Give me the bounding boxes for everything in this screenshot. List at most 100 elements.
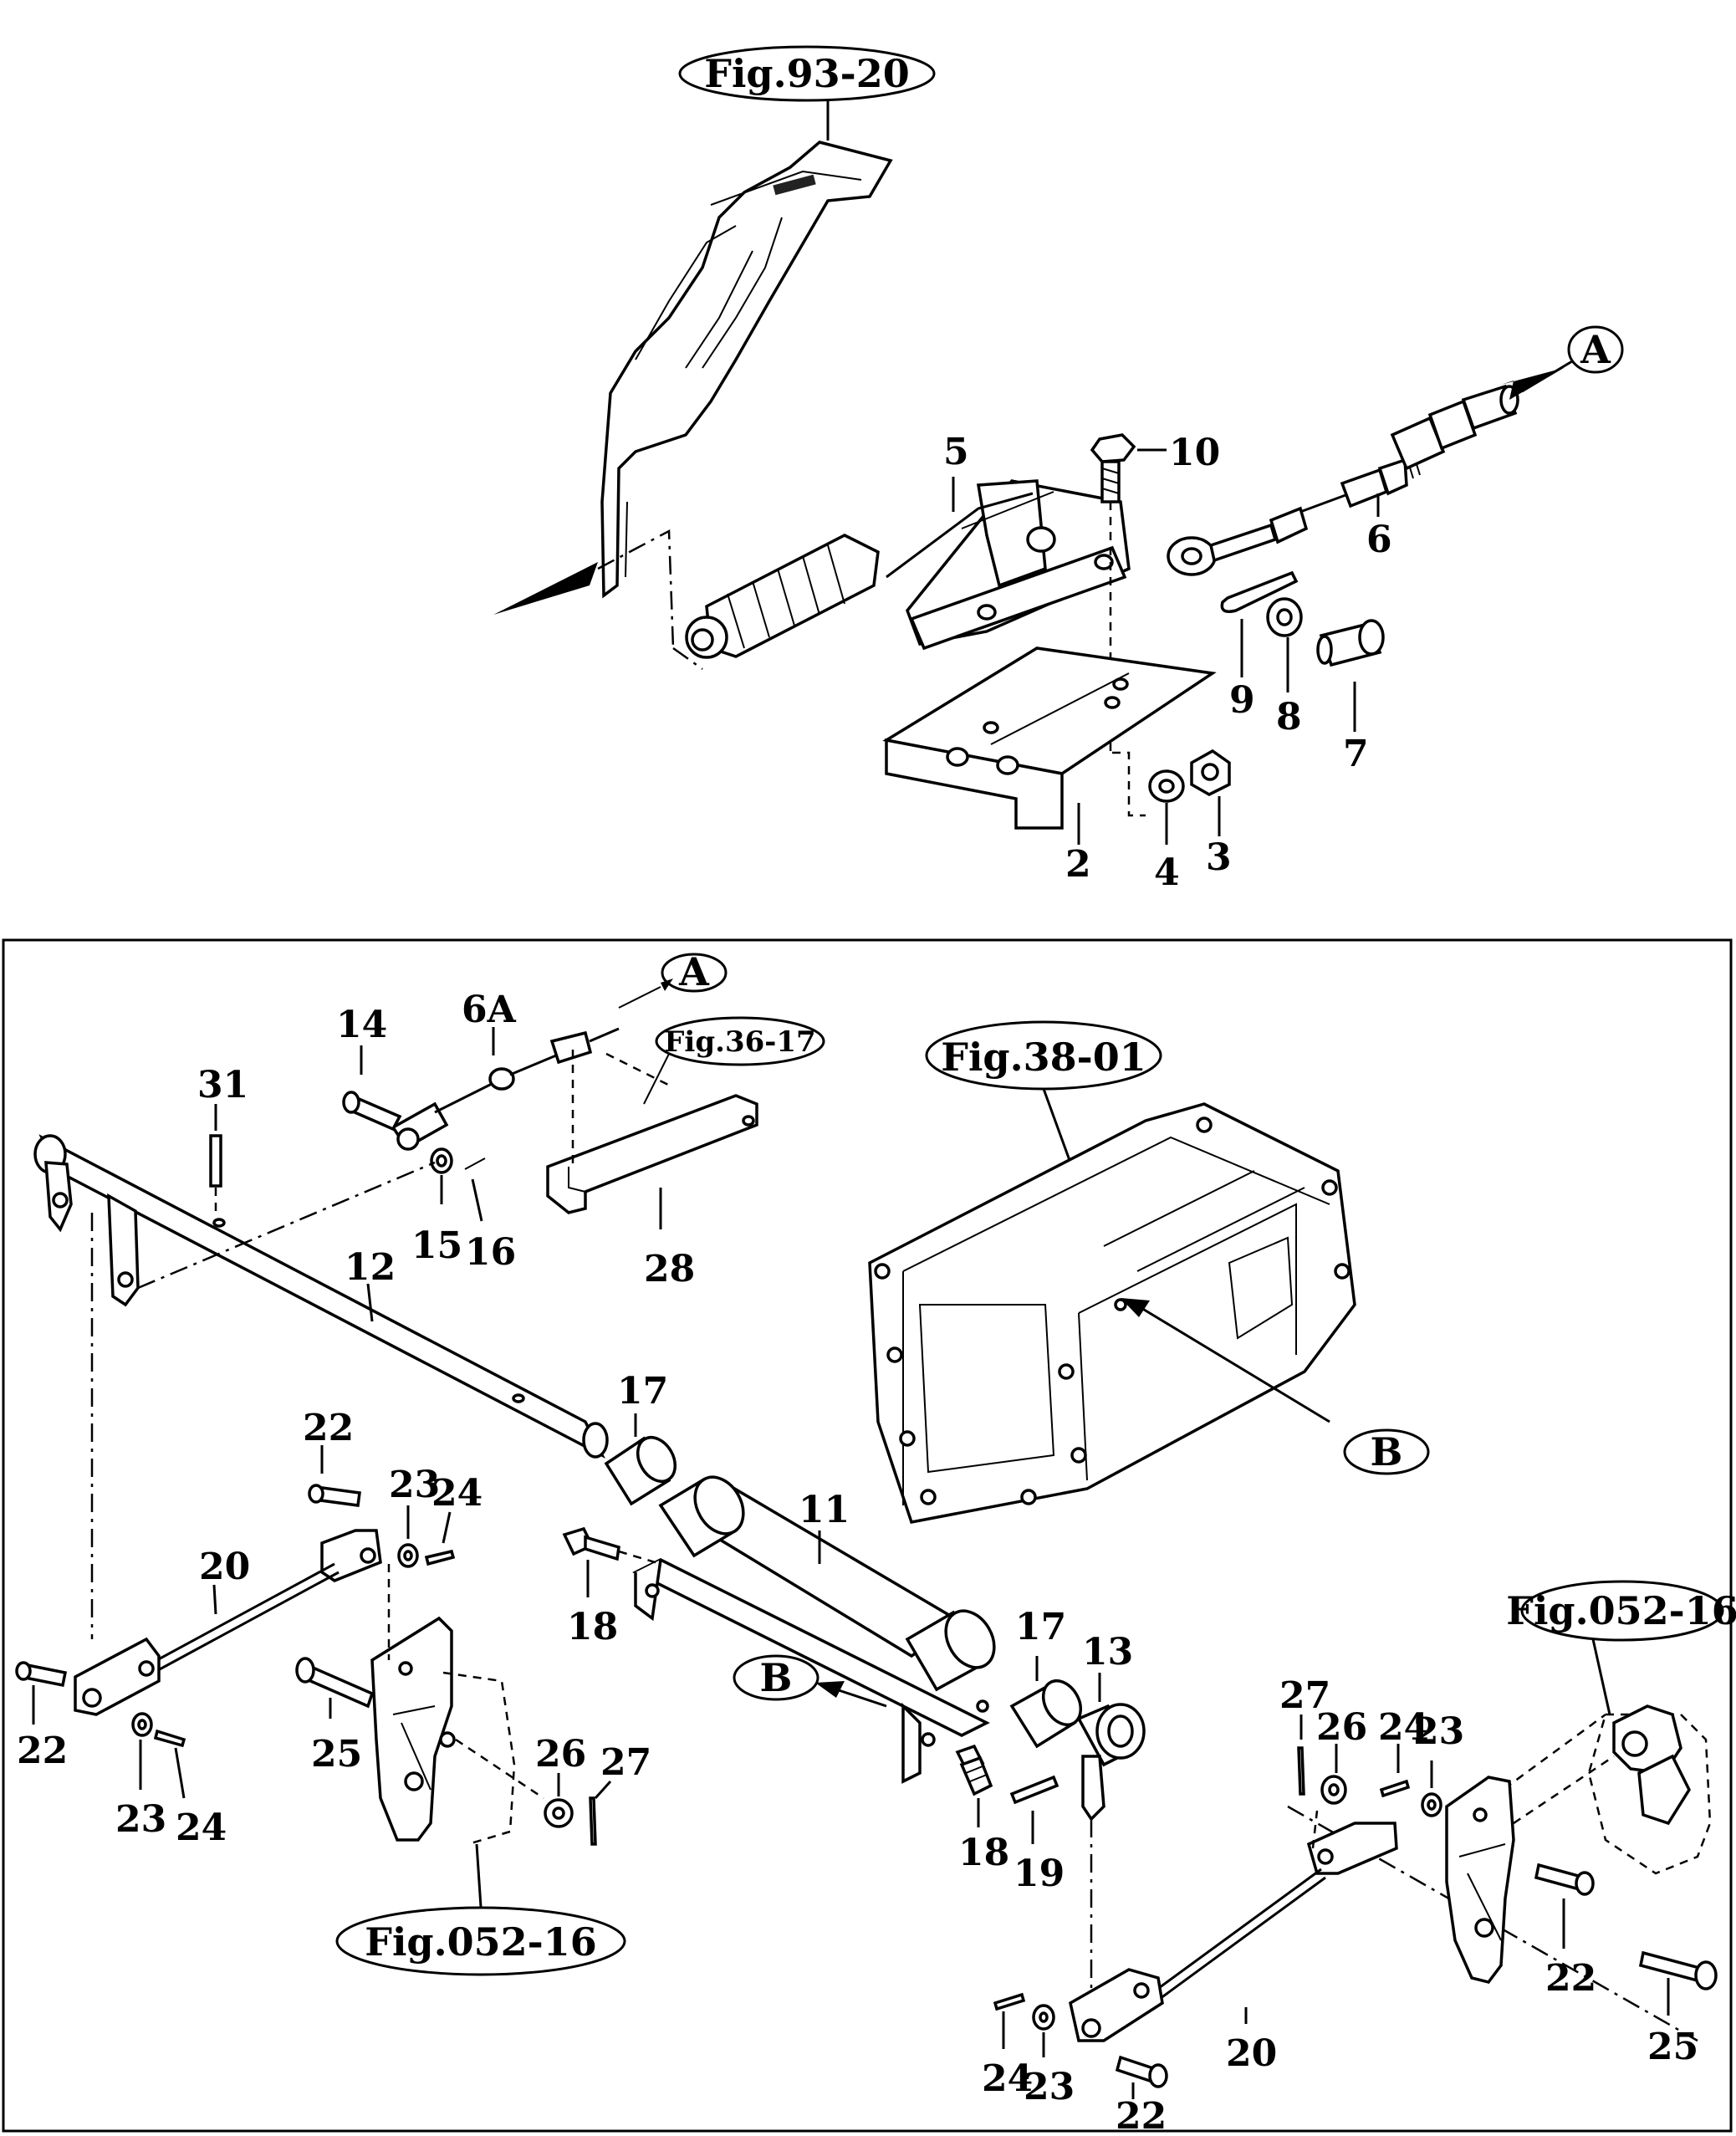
label-part-9: 9 bbox=[1229, 679, 1255, 722]
washer-26a[interactable] bbox=[544, 1798, 574, 1828]
label-part-23d: 23 bbox=[1024, 2066, 1075, 2108]
ref-fig93-20-oval[interactable] bbox=[678, 45, 936, 102]
washer-23c[interactable] bbox=[1421, 1792, 1442, 1817]
washer-23d[interactable] bbox=[1032, 2004, 1055, 2031]
ref-b-right-label: B bbox=[1371, 1429, 1403, 1474]
washer-23a[interactable] bbox=[397, 1543, 419, 1568]
pin-25b[interactable] bbox=[1638, 1950, 1718, 1990]
pin-22a[interactable] bbox=[308, 1484, 361, 1507]
shaft-11[interactable] bbox=[632, 1469, 1004, 1784]
bushing-17a[interactable] bbox=[604, 1431, 682, 1506]
pin-14[interactable] bbox=[342, 1091, 402, 1132]
lever-arm-left[interactable] bbox=[370, 1616, 456, 1842]
ref-fig36-17-label: Fig.36-17 bbox=[664, 1025, 815, 1059]
ref-fig052-16-left-label: Fig.052-16 bbox=[365, 1919, 596, 1965]
label-part-8: 8 bbox=[1276, 696, 1302, 738]
control-cable[interactable] bbox=[1167, 384, 1519, 576]
transmission-housing[interactable] bbox=[868, 1102, 1356, 1525]
bushing-17b[interactable] bbox=[1009, 1674, 1088, 1749]
bracket-28[interactable] bbox=[546, 1094, 758, 1214]
lever-arm-right[interactable] bbox=[1445, 1776, 1515, 1984]
direction-arrow-left bbox=[493, 562, 598, 615]
upper-assembly: Fig.93-20 bbox=[493, 45, 1624, 894]
pin-22d[interactable] bbox=[1115, 2055, 1168, 2088]
washer-23b[interactable] bbox=[131, 1712, 153, 1737]
pin-22b[interactable] bbox=[15, 1661, 68, 1688]
label-part-2: 2 bbox=[1065, 843, 1091, 886]
lower-assembly: A 6A 14 15 bbox=[15, 949, 1736, 2136]
bolt-18a[interactable] bbox=[562, 1526, 620, 1561]
ref-fig052-16-left-oval[interactable] bbox=[335, 1906, 626, 1976]
washer-26b[interactable] bbox=[1320, 1775, 1347, 1805]
lower-panel-frame bbox=[2, 938, 1733, 2133]
hand-lever[interactable] bbox=[685, 479, 1131, 659]
label-part-6: 6 bbox=[1366, 519, 1392, 561]
label-part-22d: 22 bbox=[1116, 2095, 1167, 2136]
shaft-12[interactable] bbox=[33, 1134, 609, 1459]
label-part-6a: 6A bbox=[462, 989, 517, 1031]
housing-fig052 bbox=[1587, 1704, 1712, 1875]
ref-fig36-17-oval[interactable] bbox=[655, 1016, 825, 1066]
label-part-15: 15 bbox=[411, 1224, 462, 1267]
ref-fig38-01-label: Fig.38-01 bbox=[941, 1035, 1146, 1080]
pin-22c[interactable] bbox=[1534, 1863, 1595, 1896]
label-part-12: 12 bbox=[345, 1246, 396, 1289]
ref-fig052-16-right-label: Fig.052-16 bbox=[1506, 1588, 1736, 1633]
pin-27a[interactable] bbox=[589, 1796, 597, 1846]
label-part-20a: 20 bbox=[199, 1546, 250, 1588]
pin-25a[interactable] bbox=[295, 1657, 375, 1709]
label-part-28: 28 bbox=[644, 1248, 695, 1290]
collar-13[interactable] bbox=[1076, 1703, 1146, 1822]
cable-6a[interactable] bbox=[391, 1027, 620, 1151]
nut-3[interactable] bbox=[1190, 749, 1231, 796]
label-part-26a: 26 bbox=[535, 1733, 586, 1776]
label-part-24b: 24 bbox=[176, 1806, 227, 1849]
bracket-2[interactable] bbox=[882, 646, 1217, 830]
washer-4[interactable] bbox=[1148, 769, 1185, 803]
cotter-pin-9[interactable] bbox=[1220, 570, 1299, 613]
label-part-22b: 22 bbox=[17, 1730, 68, 1772]
label-part-23a: 23 bbox=[389, 1464, 440, 1506]
washer-8[interactable] bbox=[1266, 597, 1303, 637]
bolt-10[interactable] bbox=[1090, 433, 1136, 503]
label-part-4: 4 bbox=[1154, 851, 1180, 894]
label-part-11: 11 bbox=[799, 1489, 850, 1531]
bolt-18b[interactable] bbox=[955, 1744, 993, 1796]
label-part-25b: 25 bbox=[1647, 2026, 1698, 2068]
ref-b-left-label: B bbox=[760, 1655, 793, 1700]
ref-b-left-oval[interactable] bbox=[733, 1654, 819, 1701]
ref-b-right-oval[interactable] bbox=[1343, 1428, 1430, 1475]
label-part-20b: 20 bbox=[1226, 2032, 1277, 2075]
cotter-24d[interactable] bbox=[993, 1992, 1026, 2011]
pin-27b[interactable] bbox=[1297, 1746, 1305, 1796]
label-part-17a: 17 bbox=[617, 1370, 668, 1413]
ref-a-bottom-oval[interactable] bbox=[661, 953, 728, 993]
washer-15[interactable] bbox=[430, 1147, 453, 1174]
label-part-25a: 25 bbox=[311, 1733, 362, 1776]
label-part-23c: 23 bbox=[1413, 1710, 1464, 1753]
rod-20a[interactable] bbox=[74, 1529, 382, 1716]
cotter-24c[interactable] bbox=[1379, 1779, 1411, 1798]
label-part-26b: 26 bbox=[1316, 1706, 1367, 1749]
cotter-24a[interactable] bbox=[424, 1549, 456, 1566]
cotter-24b[interactable] bbox=[153, 1729, 186, 1748]
label-part-5: 5 bbox=[943, 431, 969, 473]
label-part-14: 14 bbox=[336, 1004, 387, 1046]
label-part-27a: 27 bbox=[600, 1741, 651, 1784]
ref-a-top-label: A bbox=[1580, 327, 1611, 372]
label-part-27b: 27 bbox=[1279, 1674, 1330, 1717]
label-part-13: 13 bbox=[1082, 1631, 1133, 1674]
pin-19[interactable] bbox=[1009, 1775, 1059, 1805]
ref-a-bottom-label: A bbox=[678, 949, 710, 994]
ref-fig052-16-right-oval[interactable] bbox=[1520, 1580, 1724, 1642]
ref-a-top-oval[interactable] bbox=[1567, 325, 1624, 374]
ref-fig93-20-label: Fig.93-20 bbox=[704, 51, 909, 96]
label-part-3: 3 bbox=[1206, 836, 1232, 879]
pin-31[interactable] bbox=[209, 1134, 222, 1188]
clevis-pin-7[interactable] bbox=[1316, 619, 1385, 667]
rod-20b[interactable] bbox=[1069, 1822, 1398, 2042]
label-part-18a: 18 bbox=[567, 1606, 618, 1648]
label-part-16: 16 bbox=[465, 1231, 516, 1274]
cotter-16[interactable] bbox=[464, 1157, 486, 1170]
